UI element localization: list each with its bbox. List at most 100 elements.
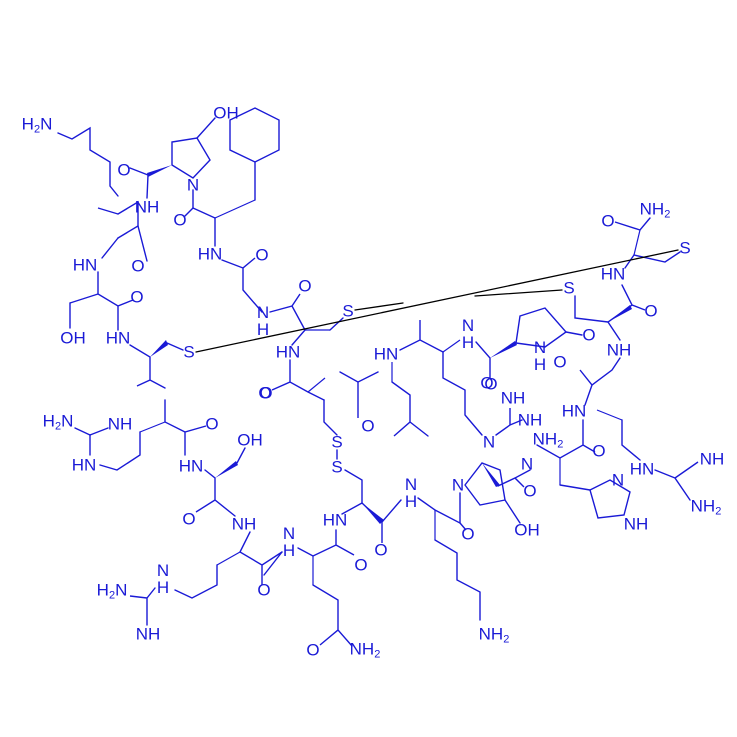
- atom-label-hyp2-co-o: O: [523, 481, 537, 501]
- pyr-co: [565, 331, 583, 336]
- hyp2-wedge: [482, 463, 500, 487]
- atom-label-arg1-nh: NH: [107, 414, 133, 434]
- arg1-guan-nh2: [74, 427, 91, 436]
- atom-label-cys1-co-o: O: [298, 276, 312, 296]
- his-imidazole: [589, 479, 631, 519]
- cys2-ch2-s: [323, 399, 338, 436]
- arg1-backbone: [164, 399, 207, 456]
- hyp2-ring: [464, 462, 506, 506]
- atom-label-hyp2-oh: OH: [514, 520, 540, 540]
- atom-label-ser2-nh: HN: [178, 456, 204, 476]
- orn-side: [442, 351, 483, 436]
- atom-label-orn-co-o2: O: [480, 373, 494, 393]
- orn-to-pyr: [475, 341, 491, 378]
- cysB-backbone: [341, 499, 402, 543]
- hyp2-co: [497, 469, 531, 488]
- atom-label-hyp1-oh: OH: [213, 103, 239, 123]
- atom-label-cterm-nh2: NH2: [639, 199, 671, 221]
- arg1b-co-n: [263, 551, 283, 576]
- hyp1-c-oh: [196, 117, 216, 139]
- cysA-wedge: [150, 340, 168, 357]
- cysB-wedge: [362, 503, 384, 524]
- atom-label-arg3-co-o2: O: [592, 441, 606, 461]
- atom-label-gly-co-o: O: [255, 245, 269, 265]
- lys2-backbone: [417, 497, 467, 531]
- cys3-backbone: [607, 284, 646, 341]
- atom-label-pyr-o: O: [582, 325, 596, 345]
- hyp2-oh-bond: [504, 499, 521, 524]
- arg1b-backbone: [239, 531, 283, 585]
- atom-label-cys2-nh: HN: [275, 342, 301, 362]
- atom-label-his-ring-n: N: [611, 470, 625, 490]
- atom-label-cys-b-nh: HN: [322, 510, 348, 530]
- hyp1-wedge: [147, 165, 172, 177]
- lys1-stereo-hash: [97, 207, 119, 215]
- leu-to-orn: [399, 320, 444, 353]
- atom-label-his-n: N: [520, 454, 534, 474]
- arg1b-side: [174, 564, 218, 599]
- ser2-ch2-oh: [236, 447, 246, 464]
- lys1-to-ser-n: [101, 237, 119, 259]
- atom-label-cys-a-co-o: O: [258, 383, 272, 403]
- arg1b-guan: [129, 587, 156, 626]
- atom-label-cys3-co-o: O: [644, 301, 658, 321]
- pyr-wedge: [490, 341, 517, 358]
- atom-label-lys1-co-o: O: [131, 256, 145, 276]
- atom-label-arg3-nh: HN: [561, 401, 587, 421]
- cys3-wedge: [608, 305, 632, 322]
- atom-label-s-ss2: S: [331, 457, 343, 477]
- atom-label-arg4-nh: NH: [699, 449, 725, 469]
- atom-label-arg1b-h2n: H2N: [96, 580, 128, 602]
- atom-label-ser2-co-o: O: [182, 509, 196, 529]
- lys1-backbone: [117, 200, 139, 239]
- bonds: [57, 107, 699, 647]
- cterm-nh-ca: [624, 254, 635, 269]
- atom-label-arg1-h2n: H2N: [42, 411, 74, 433]
- his-backbone: [536, 419, 596, 459]
- arg3-side: [621, 419, 641, 461]
- atom-label-cys3-nh: NH: [606, 340, 632, 360]
- atom-label-s-term: S: [679, 238, 691, 258]
- ser2-backbone: [195, 469, 236, 517]
- gln-side: [312, 584, 353, 647]
- atom-label-leu-co-o: O: [361, 416, 375, 436]
- atom-label-lys2-co-o: O: [461, 524, 475, 544]
- atom-label-cys2-co-o: O: [259, 383, 273, 403]
- atom-label-lys2-nh2: NH2: [478, 624, 510, 646]
- phe-hash: [214, 199, 256, 219]
- cys1-ch2-s: [329, 317, 344, 331]
- atom-label-arg1-ring-nh: HN: [71, 455, 97, 475]
- lys2-side: [434, 539, 481, 621]
- cys2-backbone: [271, 359, 325, 401]
- hyp1-co-nh: [146, 174, 149, 199]
- atom-label-arg2-nh: NH: [500, 388, 526, 408]
- atom-label-s-cysA: S: [183, 342, 195, 362]
- gly-backbone: [221, 257, 263, 313]
- lys1-side-chain: [57, 126, 119, 197]
- atom-label-arg1-co-o: O: [205, 414, 219, 434]
- cterm-hash: [633, 229, 641, 256]
- phe-benzene: [229, 107, 280, 163]
- atom-label-arg2-n: N: [482, 432, 496, 452]
- atom-label-gln-side-nh2: NH2: [349, 639, 381, 661]
- cysA-ch2-s: [166, 342, 184, 351]
- ser1-hash: [69, 293, 99, 304]
- cys2-to-leu: [339, 371, 379, 418]
- atom-label-hyp1-n: N: [186, 175, 200, 195]
- atom-label-ser1-oh: OH: [60, 328, 86, 348]
- atom-label-arg3-co-o: O: [553, 352, 567, 372]
- atom-label-hyp1-co-o: O: [117, 160, 131, 180]
- ser1-backbone: [97, 271, 134, 331]
- crosslinks: [195, 249, 679, 353]
- cysA-backbone: [129, 344, 166, 389]
- hyp1-ring: [171, 137, 211, 179]
- atom-label-s-ss1: S: [331, 432, 343, 452]
- atom-label-ser2-oh: OH: [237, 430, 263, 450]
- atom-label-arg1b-co-o: O: [257, 580, 271, 600]
- cys2-hash: [307, 377, 326, 393]
